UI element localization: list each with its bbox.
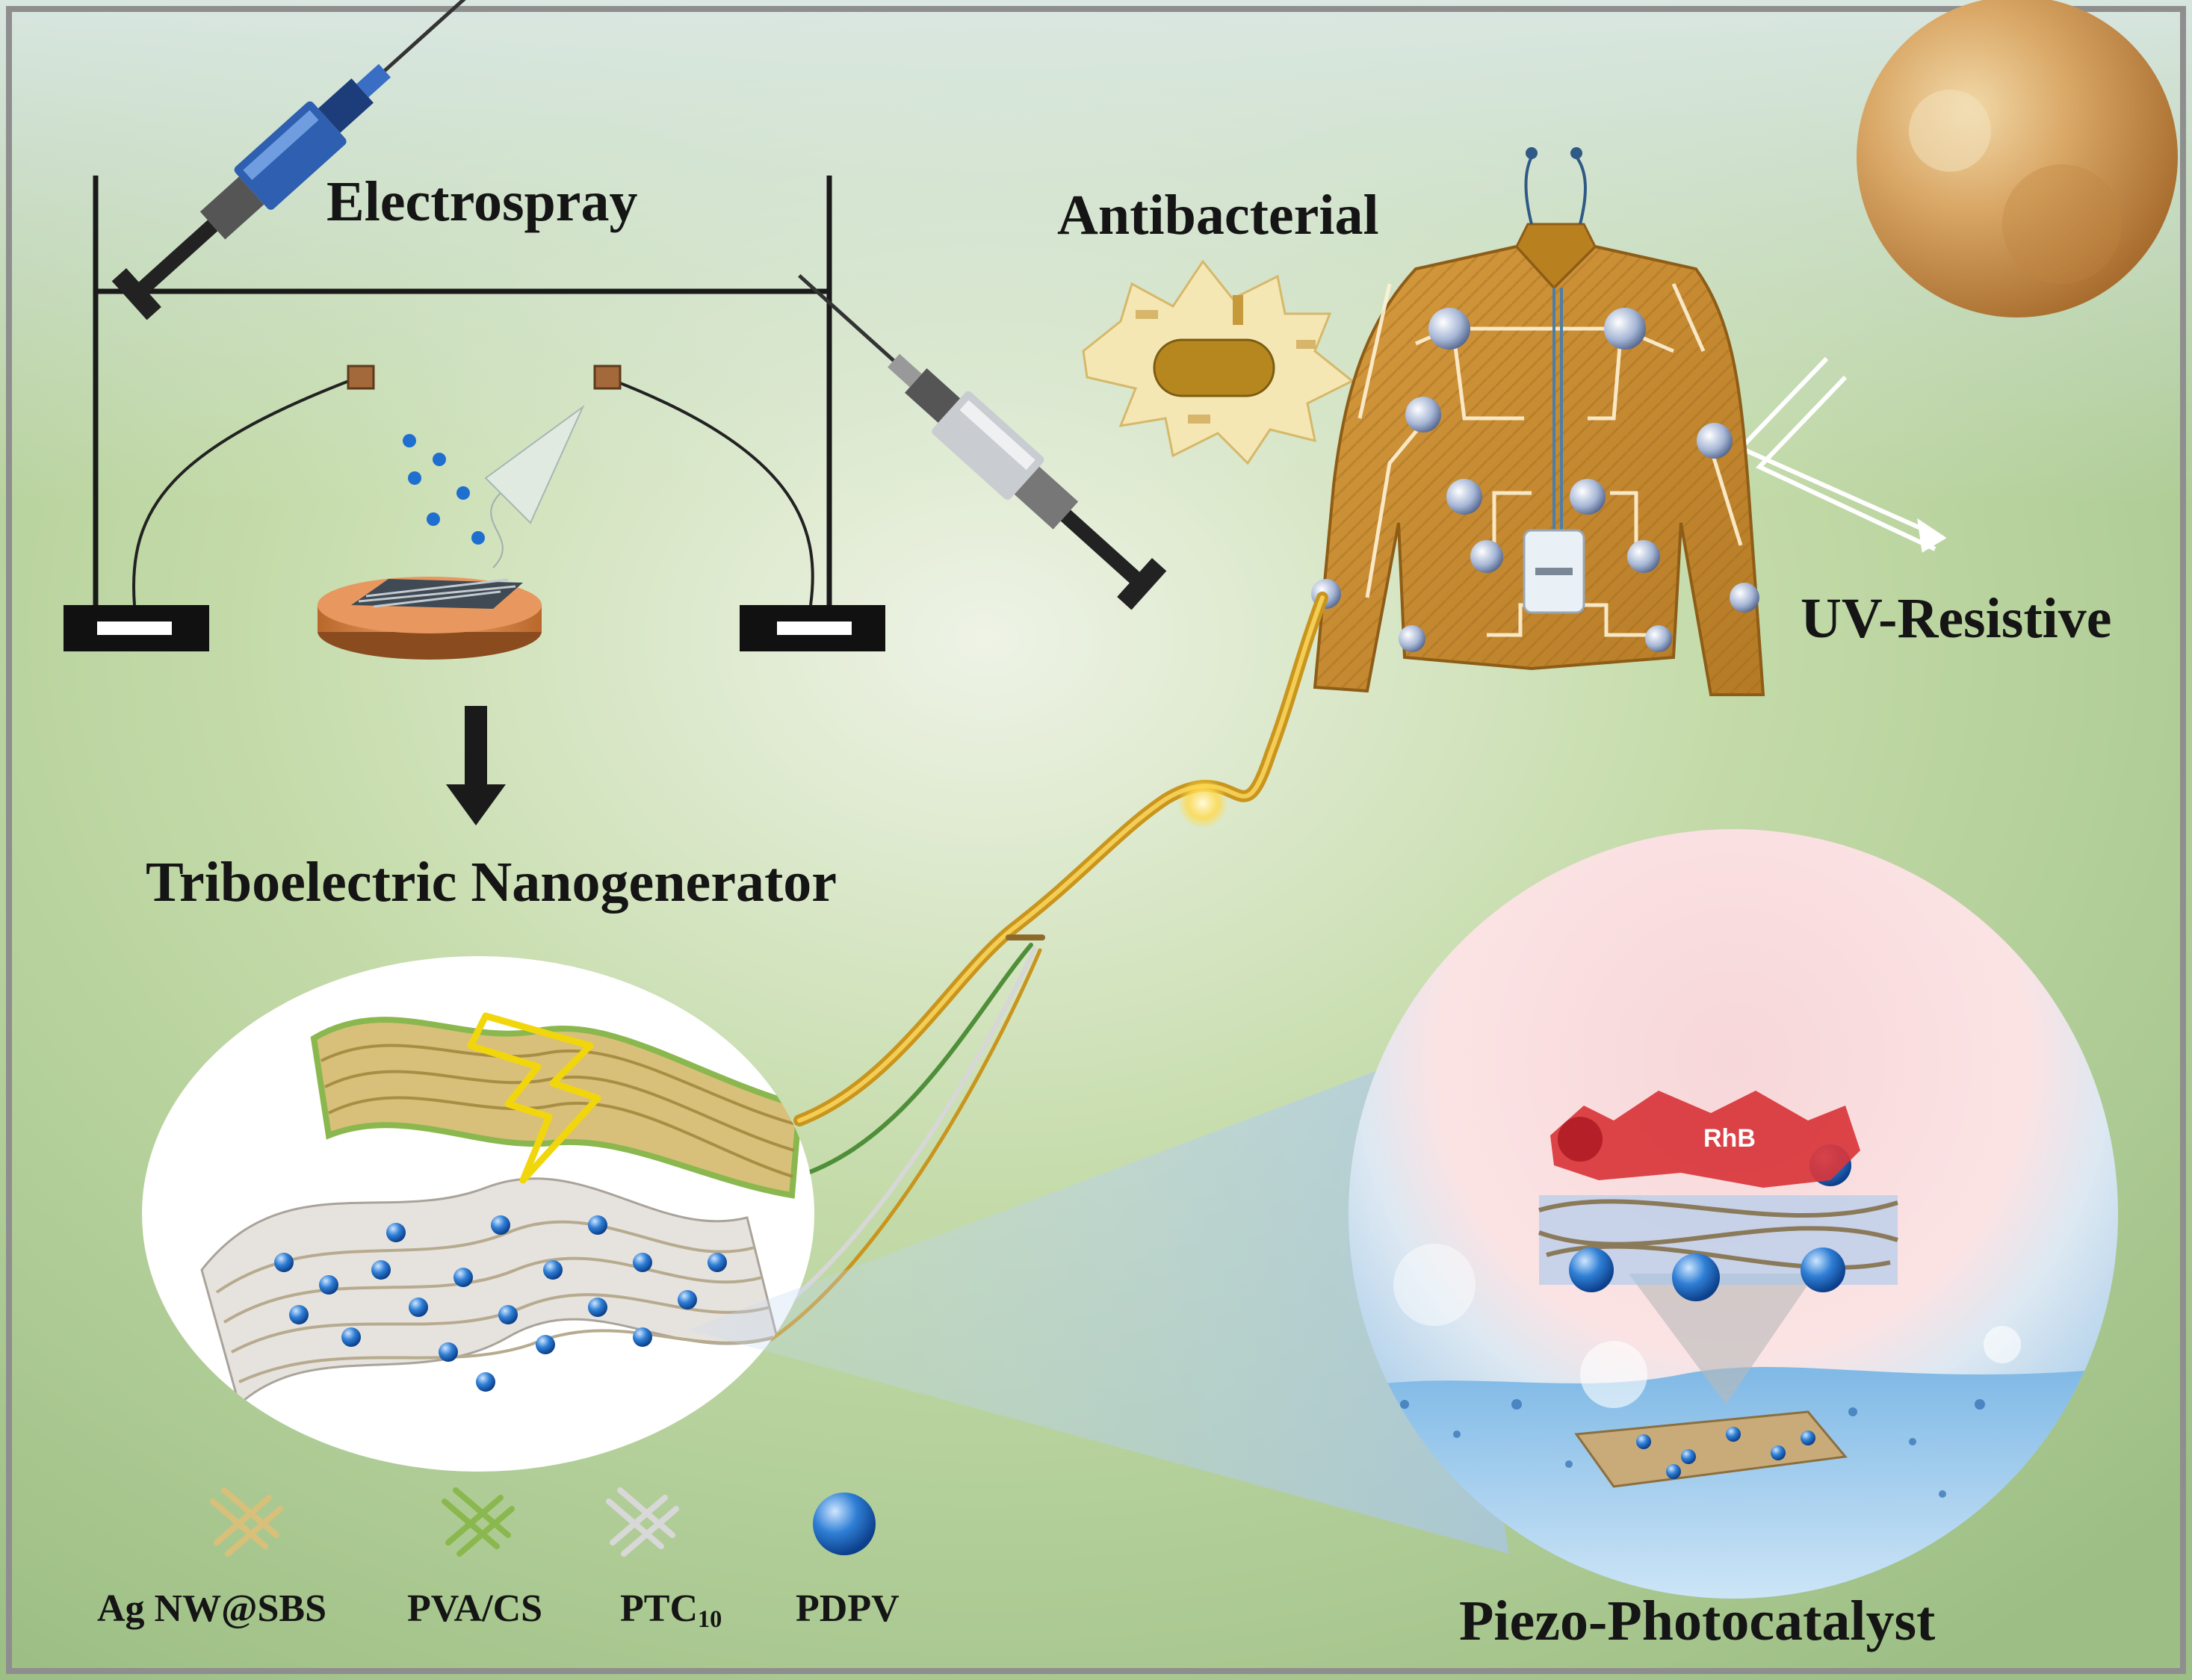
lightning-icon xyxy=(467,1012,601,1184)
ptc-swatch-icon xyxy=(606,1487,679,1557)
ag-nw-sbs-swatch-icon xyxy=(210,1487,283,1557)
arrow-down-icon xyxy=(446,706,506,825)
legend xyxy=(210,1487,876,1557)
legend-label-pva-cs: PVA/CS xyxy=(407,1587,543,1630)
jacket-icon xyxy=(1311,147,1765,696)
label-rhb: RhB xyxy=(1703,1124,1756,1153)
syringe-icon xyxy=(798,274,1167,610)
pva-cs-swatch-icon xyxy=(442,1487,515,1557)
label-piezo-photocatalyst: Piezo-Photocatalyst xyxy=(1459,1590,1936,1652)
legend-label-pdpv: PDPV xyxy=(796,1587,900,1630)
sun-icon xyxy=(1857,0,2178,317)
label-electrospray: Electrospray xyxy=(326,170,638,233)
legend-label-ag-nw-sbs: Ag NW@SBS xyxy=(97,1587,326,1630)
syringe-icon xyxy=(111,0,480,320)
teng-device xyxy=(142,956,814,1472)
electrospray-apparatus xyxy=(64,0,1167,660)
figure-frame xyxy=(6,6,2186,1674)
zoom-cone xyxy=(687,1053,1509,1554)
legend-label-ptc: PTC10 xyxy=(620,1587,722,1633)
cable-bundle xyxy=(737,592,1328,1354)
bacteria-icon xyxy=(1082,259,1354,465)
label-uv-resistive: UV-Resistive xyxy=(1801,587,2112,650)
rhb-molecules xyxy=(1550,1091,1860,1188)
label-teng: Triboelectric Nanogenerator xyxy=(146,851,838,914)
pdpv-swatch-icon xyxy=(813,1493,876,1555)
label-antibacterial: Antibacterial xyxy=(1057,184,1379,247)
